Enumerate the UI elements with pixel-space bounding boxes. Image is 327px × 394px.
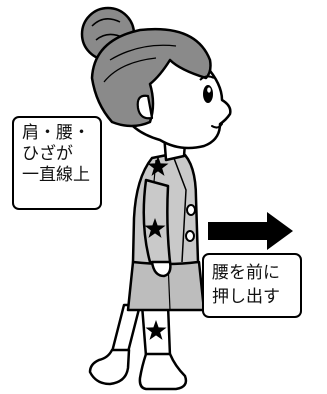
callout-line: 肩・腰・ bbox=[22, 123, 90, 143]
hip-forward-callout: 腰を前に 押し出す bbox=[202, 253, 302, 318]
star-icon bbox=[145, 320, 167, 340]
callout-line: 一直線上 bbox=[22, 165, 90, 185]
front-arm bbox=[142, 178, 172, 267]
eye bbox=[199, 75, 215, 103]
front-leg bbox=[138, 303, 188, 391]
alignment-callout: 肩・腰・ ひざが 一直線上 bbox=[12, 116, 102, 210]
mouth bbox=[211, 123, 223, 129]
back-leg bbox=[88, 303, 142, 386]
back-shoe bbox=[88, 348, 131, 386]
ear bbox=[136, 94, 154, 120]
star-icon bbox=[147, 156, 169, 176]
callout-line: 腰を前に bbox=[212, 263, 280, 283]
star-icon bbox=[144, 218, 166, 238]
front-shoe bbox=[138, 352, 188, 391]
callout-line: 押し出す bbox=[212, 287, 280, 307]
hand bbox=[150, 260, 172, 278]
arrow-right-icon bbox=[208, 212, 293, 250]
callout-line: ひざが bbox=[22, 144, 73, 164]
jacket-buttons bbox=[185, 204, 196, 242]
